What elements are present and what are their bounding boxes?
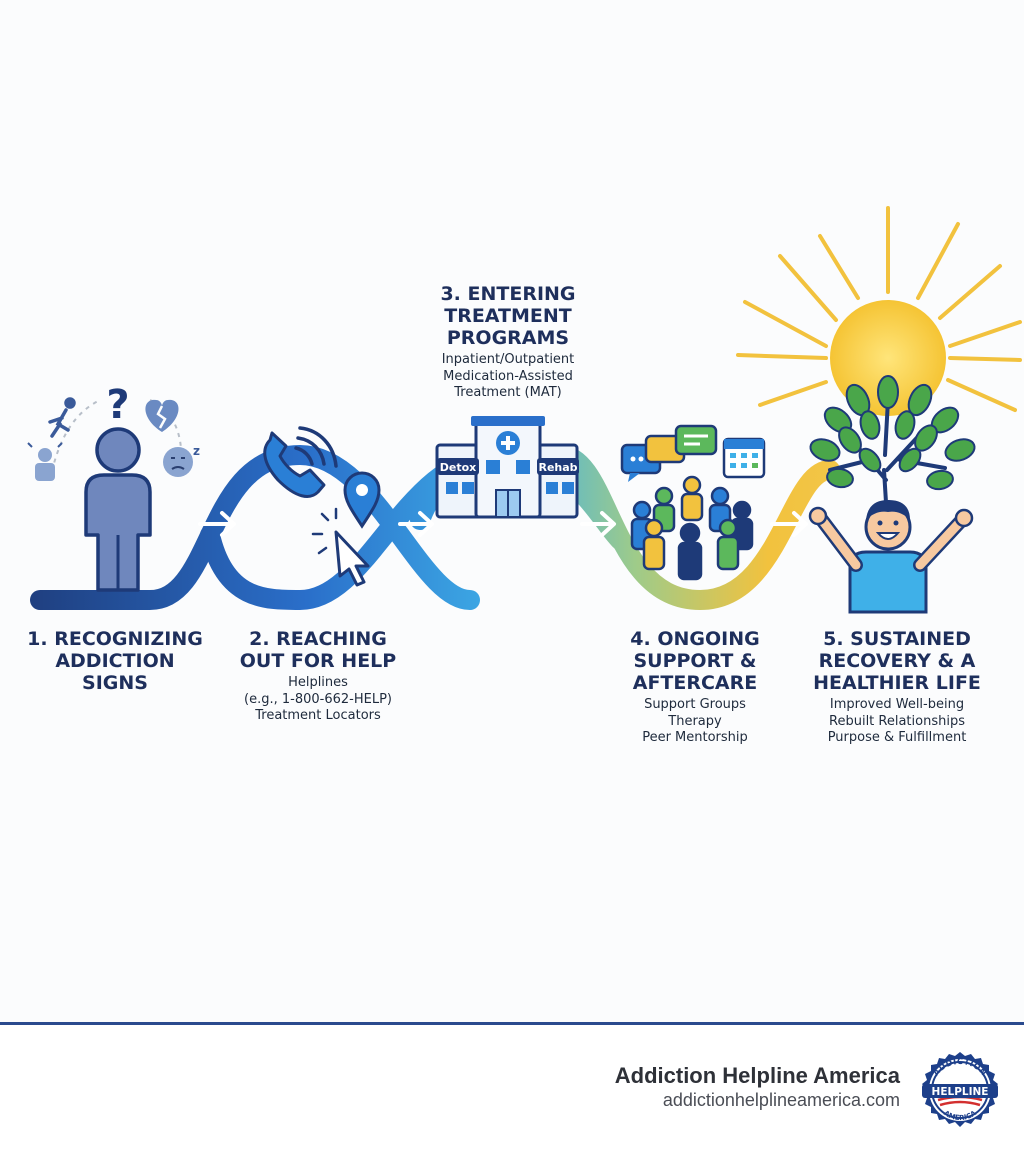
logo-middle-text: HELPLINE bbox=[932, 1086, 989, 1098]
location-pin-icon bbox=[343, 471, 381, 529]
arrow-icon bbox=[770, 511, 808, 537]
sleep-face-icon: z bbox=[163, 444, 200, 477]
brand-url[interactable]: addictionhelplineamerica.com bbox=[662, 1090, 900, 1110]
logo-bottom-text: AMERICA bbox=[942, 1109, 978, 1122]
brand-name: Addiction Helpline America bbox=[614, 1063, 900, 1088]
svg-text:z: z bbox=[193, 444, 200, 458]
step-2-title: 2. REACHING OUT FOR HELP bbox=[239, 628, 397, 672]
step-4-illustration bbox=[620, 424, 766, 581]
footer-divider bbox=[0, 1022, 1024, 1025]
step-2-illustration bbox=[263, 426, 381, 587]
step-5-details: Improved Well-being Rebuilt Relationship… bbox=[827, 697, 967, 745]
path-arrows bbox=[198, 511, 808, 537]
step-1-illustration: ? z bbox=[27, 382, 200, 592]
step-4-title: 4. ONGOING SUPPORT & AFTERCARE bbox=[630, 628, 760, 694]
step-3-details: Inpatient/Outpatient Medication-Assisted… bbox=[441, 352, 575, 400]
running-person-icon bbox=[48, 397, 76, 438]
calendar-icon bbox=[722, 437, 766, 479]
brand-logo: ADDICTION HELPLINE AMERICA bbox=[922, 1052, 998, 1127]
svg-text:?: ? bbox=[106, 382, 129, 428]
detox-label: Detox bbox=[440, 461, 477, 474]
recovery-path-diagram: ? z bbox=[27, 206, 1022, 614]
hospital-building-icon: Detox Rehab bbox=[435, 416, 579, 519]
step-5-title: 5. SUSTAINED RECOVERY & A HEALTHIER LIFE bbox=[813, 628, 981, 694]
phone-icon bbox=[263, 426, 338, 498]
svg-text:AMERICA: AMERICA bbox=[942, 1109, 978, 1122]
step-2-details: Helplines (e.g., 1-800-662-HELP) Treatme… bbox=[244, 675, 392, 723]
rehab-label: Rehab bbox=[538, 461, 577, 474]
footer bbox=[0, 1025, 1024, 1154]
chat-bubbles-icon bbox=[620, 424, 718, 482]
step-1-title: 1. RECOGNIZING ADDICTION SIGNS bbox=[27, 628, 203, 694]
arrow-icon bbox=[398, 511, 434, 537]
stressed-person-icon bbox=[27, 442, 63, 481]
person-figure-icon bbox=[84, 427, 152, 592]
cursor-click-icon bbox=[311, 507, 370, 587]
arrow-icon bbox=[198, 511, 236, 537]
step-5-illustration bbox=[736, 206, 1022, 614]
broken-heart-icon bbox=[145, 399, 179, 432]
step-4-details: Support Groups Therapy Peer Mentorship bbox=[642, 697, 748, 745]
step-3-title: 3. ENTERING TREATMENT PROGRAMS bbox=[440, 283, 576, 349]
question-icon: ? bbox=[106, 382, 129, 428]
arrow-icon bbox=[580, 511, 616, 537]
happy-person-icon bbox=[808, 500, 974, 614]
people-group-icon bbox=[630, 475, 754, 581]
